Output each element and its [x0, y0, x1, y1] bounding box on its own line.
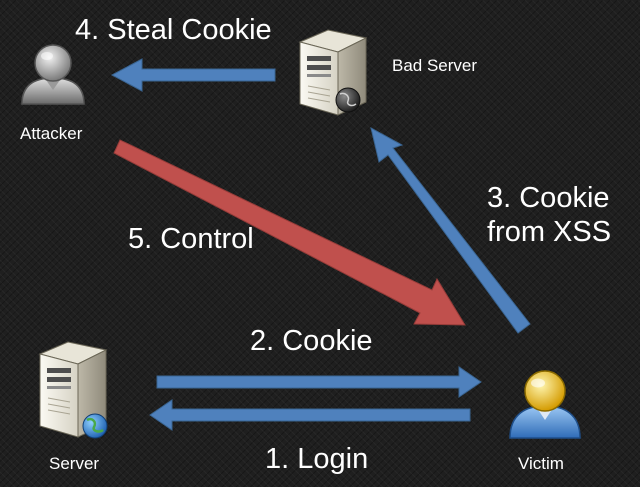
victim-label: Victim	[518, 454, 564, 473]
step-cookie-label: 2. Cookie	[250, 325, 373, 357]
arrow-cookie-from-xss	[370, 127, 531, 334]
bad-server-icon	[298, 29, 368, 116]
server-icon	[38, 341, 108, 439]
step-cookie-xss-line2: from XSS	[487, 216, 612, 248]
step-steal-cookie-label: 4. Steal Cookie	[75, 14, 272, 46]
arrow-login	[149, 399, 471, 431]
attacker-user-icon	[21, 44, 85, 105]
step-login-label: 1. Login	[265, 443, 369, 475]
server-label: Server	[49, 454, 100, 473]
arrow-control	[113, 139, 466, 326]
attacker-label: Attacker	[20, 124, 83, 143]
step-control-label: 5. Control	[128, 223, 254, 255]
arrow-cookie	[156, 366, 482, 398]
bad-server-label: Bad Server	[392, 56, 478, 75]
victim-user-icon	[509, 370, 581, 439]
arrow-steal-cookie	[110, 58, 276, 92]
step-cookie-xss-line1: 3. Cookie	[487, 182, 610, 214]
